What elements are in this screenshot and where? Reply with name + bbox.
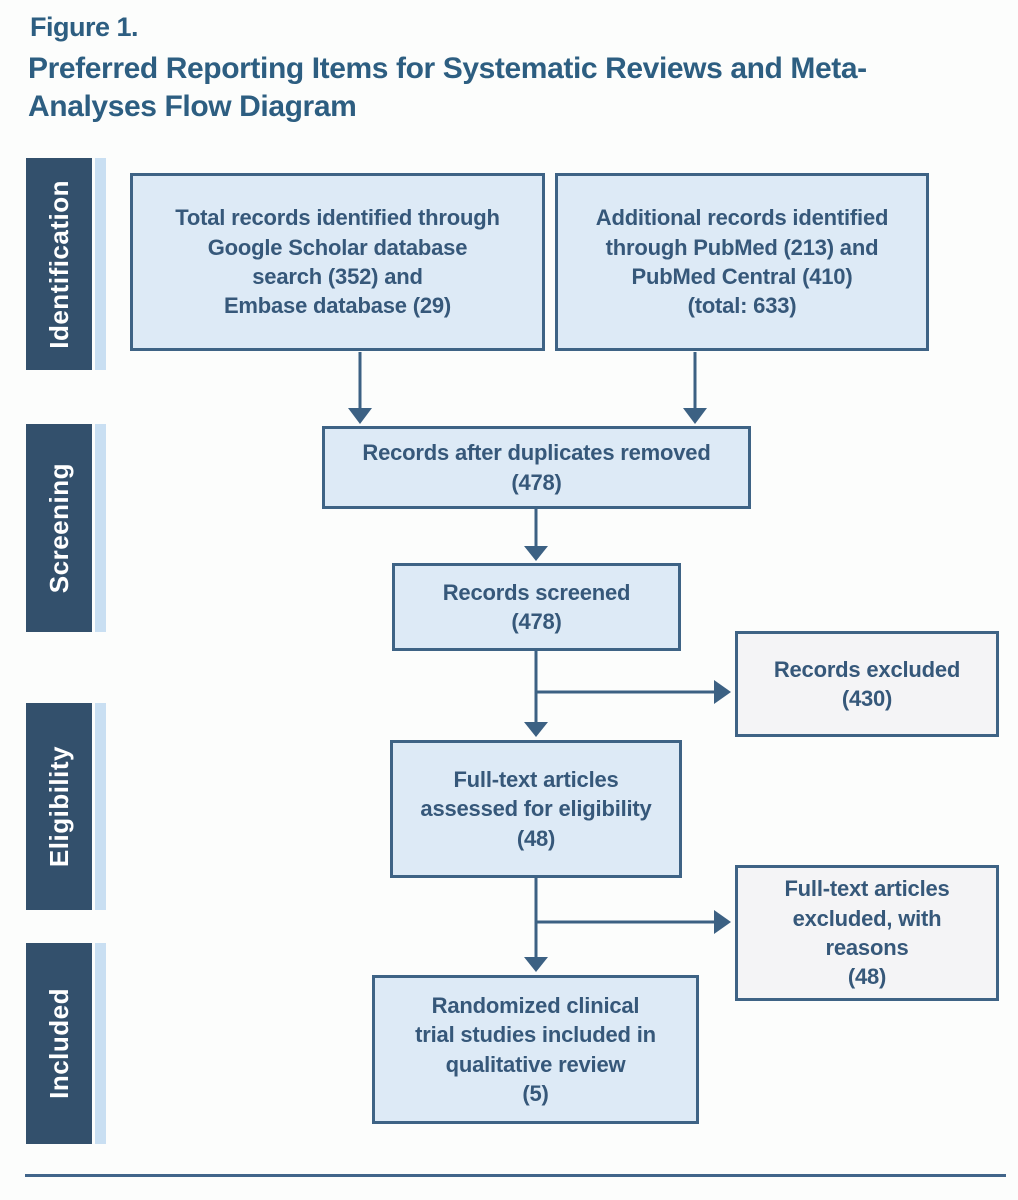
arrow-screened-to-fulltext [524, 651, 548, 737]
box-fulltext-assessed-text: Full-text articles assessed for eligibil… [420, 766, 652, 851]
stage-screening-label: Screening [43, 462, 74, 594]
arrow-branch-fulltext-excluded [536, 910, 731, 934]
arrow-branch-records-excluded [536, 680, 731, 704]
arrow-primary-to-duplicates [348, 352, 372, 424]
stage-included-label: Included [43, 988, 74, 1099]
box-records-excluded-text: Records excluded (430) [773, 656, 961, 711]
stage-eligibility-bar: Eligibility [26, 703, 92, 910]
box-fulltext-excluded-text: Full-text articles excluded, with reason… [784, 876, 950, 990]
arrow-additional-to-duplicates [683, 352, 707, 424]
stage-identification-label: Identification [43, 179, 74, 349]
stage-screening-bar: Screening [26, 424, 92, 632]
box-included-studies: Randomized clinical trial studies includ… [372, 975, 699, 1124]
stage-screening: Screening [26, 424, 106, 632]
stage-eligibility-label: Eligibility [43, 745, 74, 868]
stage-included: Included [26, 943, 106, 1144]
stage-identification: Identification [26, 158, 106, 370]
box-records-excluded: Records excluded (430) [735, 631, 999, 737]
box-identified-additional-text: Additional records identified through Pu… [595, 205, 889, 319]
figure-label: Figure 1. [30, 12, 139, 42]
stage-identification-bar: Identification [26, 158, 92, 370]
stage-eligibility: Eligibility [26, 703, 106, 910]
box-fulltext-excluded: Full-text articles excluded, with reason… [735, 865, 999, 1001]
arrow-fulltext-to-included [524, 877, 548, 972]
box-included-studies-text: Randomized clinical trial studies includ… [415, 992, 656, 1106]
stage-included-bar: Included [26, 943, 92, 1144]
box-after-duplicates: Records after duplicates removed (478) [322, 426, 751, 509]
stage-included-strip [95, 943, 106, 1144]
box-records-screened-text: Records screened (478) [442, 579, 631, 634]
box-identified-primary: Total records identified through Google … [130, 173, 545, 351]
arrow-duplicates-to-screened [524, 509, 548, 561]
bottom-divider [25, 1174, 1006, 1177]
box-identified-primary-text: Total records identified through Google … [175, 205, 500, 319]
stage-screening-strip [95, 424, 106, 632]
box-records-screened: Records screened (478) [392, 563, 681, 651]
stage-identification-strip [95, 158, 106, 370]
box-after-duplicates-text: Records after duplicates removed (478) [362, 440, 711, 495]
figure-title: Preferred Reporting Items for Systematic… [28, 52, 867, 124]
stage-eligibility-strip [95, 703, 106, 910]
box-identified-additional: Additional records identified through Pu… [555, 173, 929, 351]
box-fulltext-assessed: Full-text articles assessed for eligibil… [390, 740, 682, 878]
